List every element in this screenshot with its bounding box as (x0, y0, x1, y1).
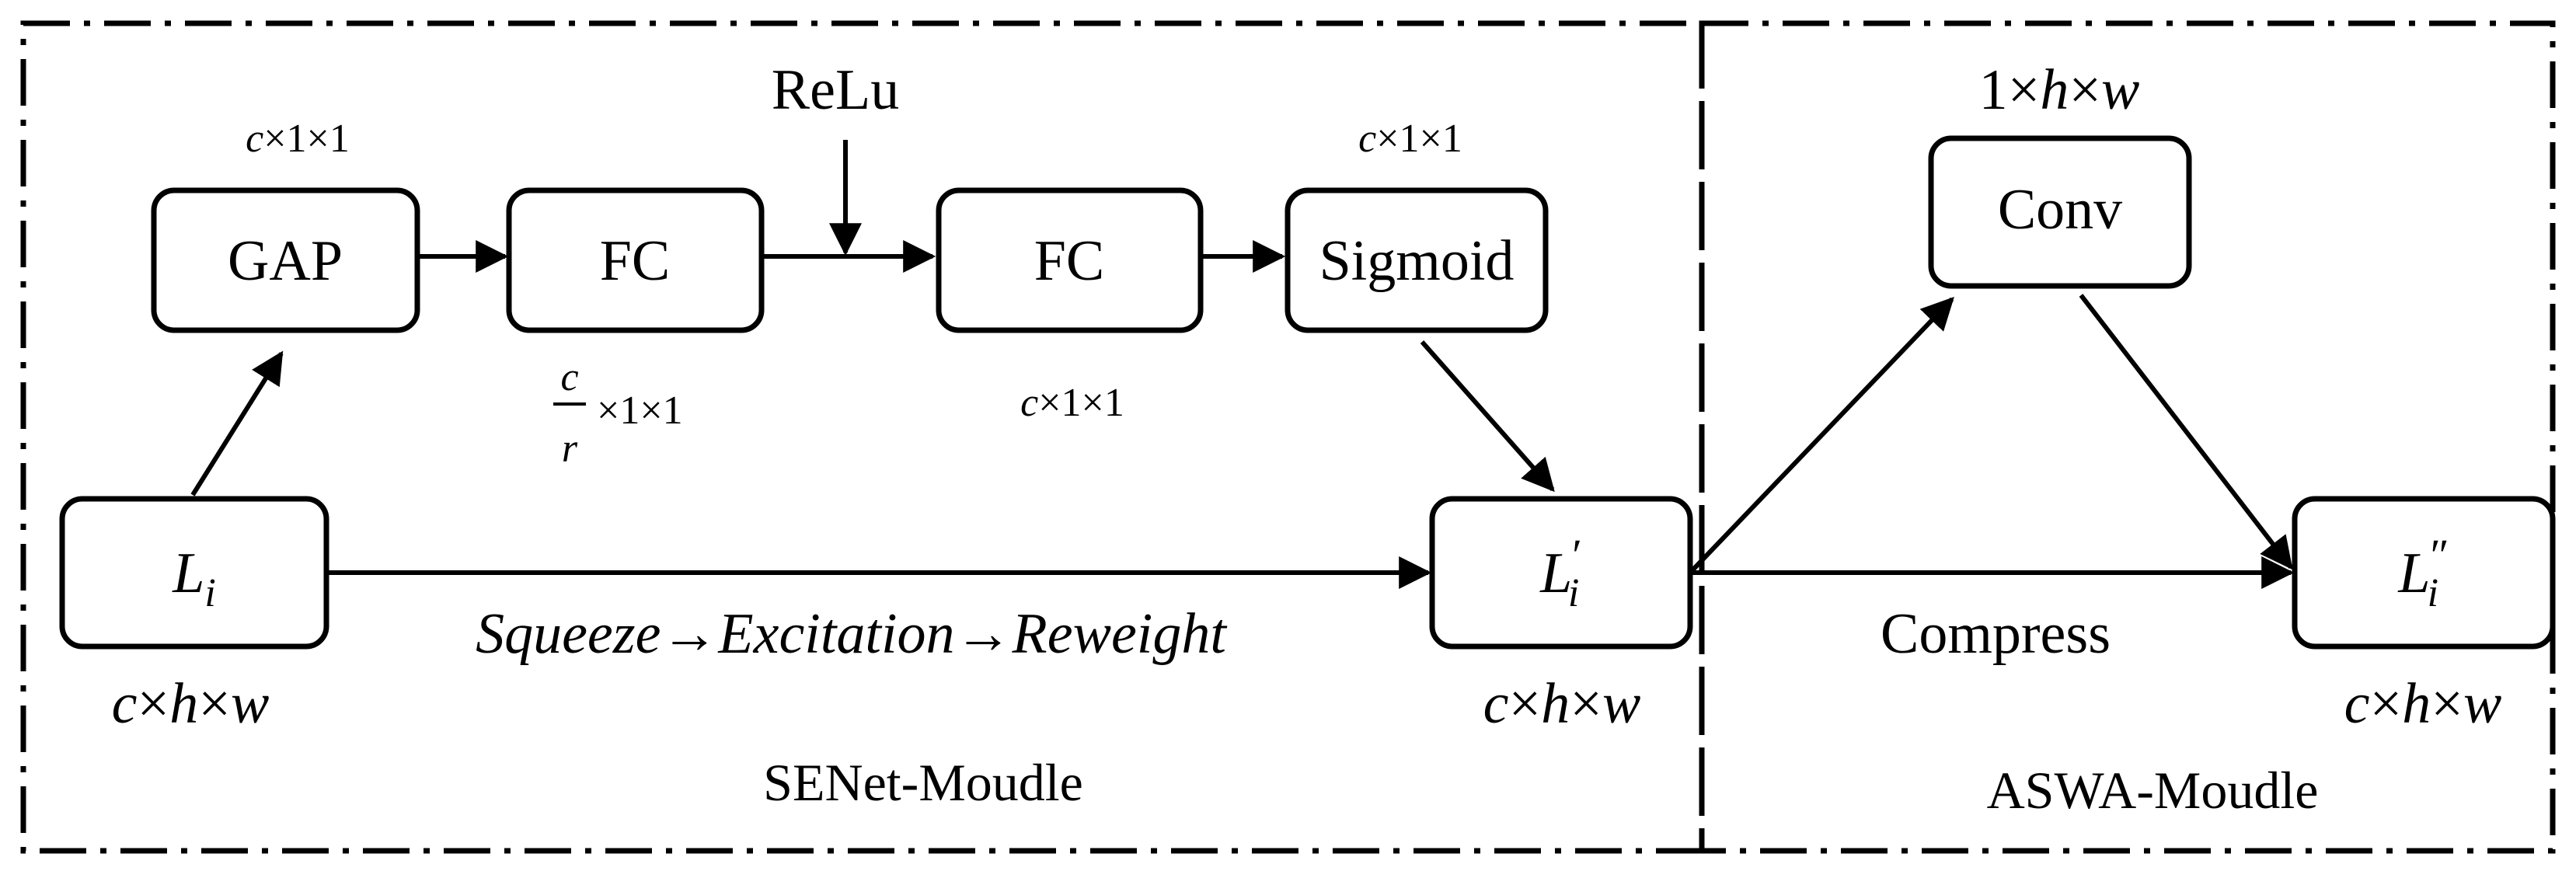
fc2-label: FC (1034, 229, 1105, 293)
fc1-dim-rest: ×1×1 (597, 388, 683, 433)
sigmoid-dim-label: c×1×1 (1358, 117, 1462, 161)
li-dim-label: c×h×w (112, 672, 270, 736)
fc1-dim-numerator: c (560, 355, 578, 399)
fc1-box (506, 187, 765, 333)
gap-box (151, 187, 420, 333)
arrow-conv-to-lidprime (2079, 294, 2293, 570)
fc1-dim-denominator: r (562, 427, 578, 471)
connectors (190, 140, 2295, 589)
senet-module-frame (20, 20, 1705, 854)
conv-dim-label: 1×h×w (1979, 58, 2140, 122)
li-label: Li (172, 542, 216, 615)
liprime-box (1429, 496, 1693, 650)
lidprime-label: L″i (2397, 530, 2449, 615)
gap-label: GAP (228, 229, 343, 293)
compress-label: Compress (1881, 602, 2111, 666)
arrow-sigmoid-to-liprime (1420, 340, 1555, 493)
fc2-box (936, 187, 1204, 333)
liprime-label: L′i (1539, 530, 1582, 615)
lidprime-dim-label: c×h×w (2344, 672, 2502, 736)
pipeline-label: Squeeze→Excitation→Reweight (476, 602, 1228, 666)
sigmoid-box (1285, 187, 1549, 333)
fc2-dim-label: c×1×1 (1020, 381, 1124, 425)
fc1-dim-label: c r ×1×1 (553, 355, 683, 471)
liprime-dim-label: c×h×w (1483, 672, 1641, 736)
relu-label: ReLu (772, 58, 899, 122)
fc1-label: FC (600, 229, 671, 293)
conv-box (1928, 135, 2192, 289)
conv-label: Conv (1998, 178, 2122, 242)
lidprime-box (2292, 496, 2556, 650)
senet-module-label: SENet-Moudle (763, 753, 1083, 812)
aswa-module-label: ASWA-Moudle (1987, 761, 2319, 820)
aswa-module-frame (1699, 20, 2556, 854)
li-box (59, 496, 329, 650)
gap-dim-label: c×1×1 (246, 117, 350, 161)
arrow-li-to-gap (190, 350, 284, 496)
arrow-liprime-to-conv (1688, 296, 1954, 575)
sigmoid-label: Sigmoid (1319, 229, 1515, 293)
